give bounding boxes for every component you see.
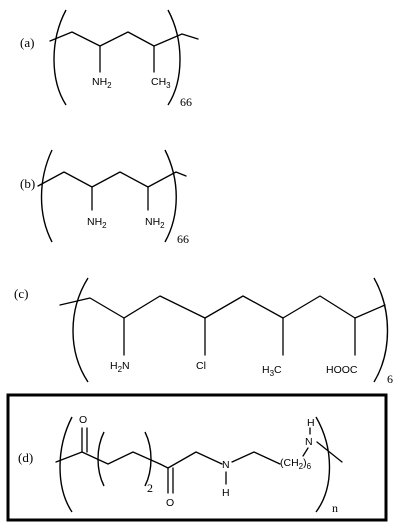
- structure-b-backbone: [37, 171, 187, 188]
- structure-d-label: (d): [18, 450, 33, 465]
- structure-a: (a) NH2 CH3 66: [20, 9, 199, 109]
- structure-b-label: (b): [20, 176, 35, 191]
- structure-a-repeat: 66: [180, 95, 192, 109]
- structure-d-highlight-box: [6, 393, 388, 522]
- structure-d-backbone-right: [231, 451, 281, 465]
- structure-c: (c) H2N Cl H3C HOOC 6: [14, 277, 393, 386]
- structure-d-inner-right-paren: [144, 431, 152, 487]
- structure-d-inner-repeat: 2: [147, 481, 153, 495]
- structure-b-repeat: 66: [177, 232, 189, 246]
- structure-d-n-mid: N: [222, 459, 230, 471]
- structure-d-backbone-left: [55, 451, 161, 465]
- structure-d-ch2-group: (CH2)6: [280, 457, 312, 471]
- structure-d-o-bottom: O: [166, 497, 174, 509]
- structure-d-backbone-mid: [159, 451, 223, 469]
- structure-d-tail-bond: [316, 441, 343, 463]
- structure-b-left-paren: [40, 149, 53, 243]
- structure-d: (d) O 2 O N H (CH2)6 N H n: [6, 393, 388, 522]
- structure-a-backbone: [49, 31, 199, 47]
- structure-d-h-right: H: [307, 417, 315, 429]
- structure-c-left-paren: [72, 277, 89, 383]
- structure-a-right-paren: [167, 9, 181, 106]
- structure-d-n-right: N: [305, 436, 313, 448]
- structure-d-repeat: n: [332, 501, 338, 515]
- structure-c-label: (c): [14, 286, 28, 301]
- structure-d-o-top: O: [79, 414, 87, 426]
- structure-d-h-mid: H: [222, 487, 230, 499]
- structure-d-left-paren: [59, 416, 73, 513]
- structure-b-sub-2: NH2: [145, 216, 165, 230]
- structure-c-sub-2: Cl: [196, 360, 206, 372]
- structure-b-sub-1: NH2: [87, 216, 107, 230]
- structure-c-backbone: [59, 295, 386, 319]
- structure-b: (b) NH2 NH2 66: [20, 149, 189, 246]
- structure-c-sub-3: H3C: [262, 364, 282, 378]
- structure-c-repeat: 6: [387, 372, 393, 386]
- structure-d-inner-left-paren: [97, 431, 105, 487]
- structure-b-right-paren: [164, 149, 177, 243]
- structure-d-ch2-repeat: 6: [307, 462, 312, 471]
- structure-a-sub-2: CH3: [151, 76, 171, 90]
- structure-a-sub-1: NH2: [92, 76, 112, 90]
- structure-c-sub-1: H2N: [110, 360, 130, 374]
- structure-c-right-paren: [373, 277, 389, 383]
- structure-d-nh-link: [302, 447, 309, 457]
- structure-c-sub-4: HOOC: [326, 364, 358, 376]
- structure-d-right-paren: [315, 416, 331, 513]
- structure-a-label: (a): [20, 35, 34, 50]
- structure-a-left-paren: [53, 9, 67, 106]
